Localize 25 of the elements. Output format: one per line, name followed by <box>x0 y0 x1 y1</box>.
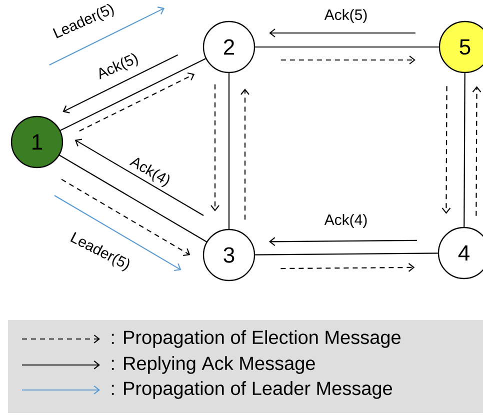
message-arrow <box>74 138 204 216</box>
edge-label: Ack(4) <box>324 214 367 228</box>
message-arrow <box>280 263 415 272</box>
message-arrow <box>210 84 220 212</box>
message-arrow <box>472 86 482 216</box>
message-arrow <box>268 237 417 246</box>
link-line <box>464 73 466 227</box>
link-line <box>228 73 230 229</box>
message-arrow <box>280 56 416 64</box>
link-line <box>255 252 438 256</box>
message-arrow <box>442 86 451 214</box>
message-arrow <box>240 88 250 220</box>
edge-label: Ack(5) <box>324 9 367 23</box>
link-line <box>255 46 439 48</box>
message-arrow <box>49 6 165 66</box>
message-arrow <box>61 178 190 256</box>
message-arrow <box>62 54 178 114</box>
link-line <box>59 154 207 242</box>
message-arrow <box>269 28 416 38</box>
message-arrow <box>79 72 195 132</box>
legend-text: : Propagation of Leader Message <box>112 381 392 399</box>
link-line <box>60 58 206 131</box>
message-arrow <box>54 195 182 272</box>
legend-text: : Propagation of Election Message <box>112 330 400 348</box>
legend-text: : Replying Ack Message <box>112 356 315 374</box>
